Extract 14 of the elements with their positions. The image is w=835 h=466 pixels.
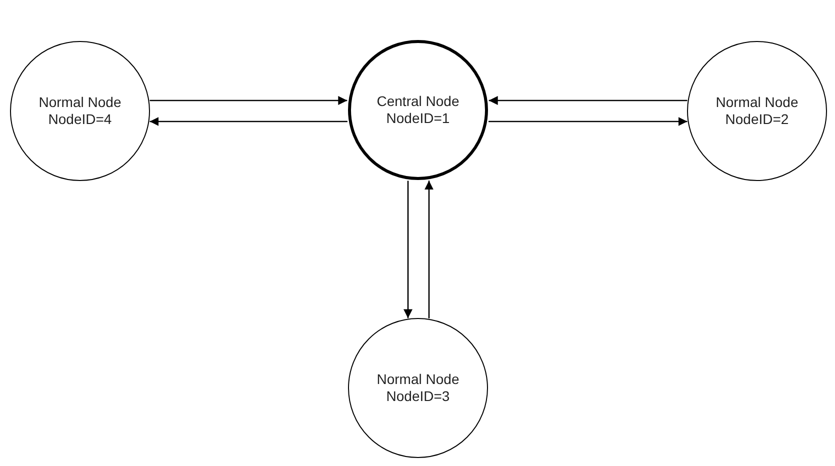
node-id: NodeID=4: [48, 111, 112, 128]
arrow: [488, 117, 688, 126]
arrow: [150, 117, 348, 126]
arrow: [424, 180, 434, 318]
arrow: [150, 96, 348, 105]
arrow: [488, 96, 688, 105]
node-id: NodeID=3: [386, 388, 450, 405]
node-name: Normal Node: [376, 371, 460, 388]
node-name: Central Node: [376, 93, 460, 110]
arrow: [404, 180, 412, 318]
node-name: Normal Node: [38, 94, 122, 111]
node-id: NodeID=2: [725, 111, 789, 128]
node-name: Normal Node: [716, 94, 798, 111]
node-id: NodeID=1: [386, 110, 450, 127]
